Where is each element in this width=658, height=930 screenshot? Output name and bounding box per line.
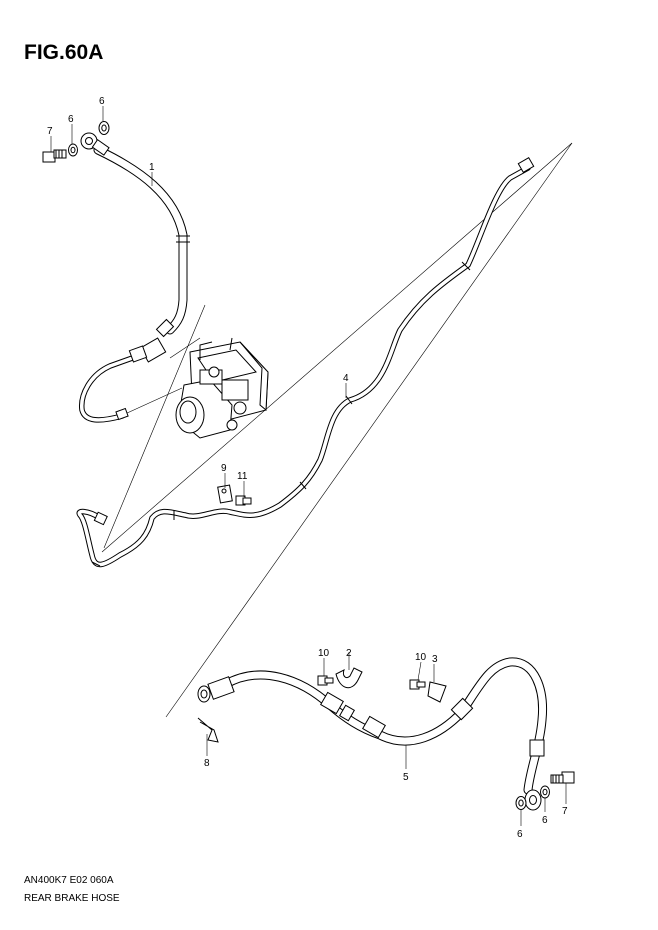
washer-bottom-right[interactable] [540, 785, 550, 799]
callout-6-top: 6 [99, 96, 105, 107]
pipe-clamp[interactable] [217, 484, 233, 504]
banjo-bolt-bottom[interactable] [550, 771, 575, 784]
callout-4: 4 [343, 373, 349, 384]
callout-9: 9 [221, 463, 227, 474]
callout-10-center: 10 [318, 648, 330, 659]
callout-7-top: 7 [47, 126, 53, 137]
upper-brake-hose[interactable] [93, 145, 190, 363]
callout-8: 8 [204, 758, 210, 769]
hose-clamp-right[interactable] [427, 681, 447, 703]
banjo-bolt-top[interactable] [42, 149, 67, 163]
clamp-bolt-right[interactable] [409, 679, 426, 690]
hose-clamp-center[interactable] [335, 667, 363, 689]
callout-6-bottom-right: 6 [542, 815, 548, 826]
rear-brake-pipe[interactable] [76, 156, 535, 568]
callout-1: 1 [149, 162, 155, 173]
figure-title: FIG.60A [24, 41, 103, 64]
abs-hydraulic-unit [175, 337, 269, 439]
callout-3: 3 [432, 654, 438, 665]
washer-bottom-left[interactable] [515, 796, 527, 810]
callout-7-bottom: 7 [562, 806, 568, 817]
figure-caption: REAR BRAKE HOSE [24, 893, 120, 904]
clamp-bolt[interactable] [235, 495, 252, 506]
hose-end-fitting-left [197, 676, 235, 703]
figure-code: AN400K7 E02 060A [24, 875, 114, 886]
banjo-fitting-bottom [524, 789, 542, 811]
retainer-clip[interactable] [197, 717, 219, 743]
clamp-bolt-center[interactable] [317, 675, 334, 686]
lower-brake-hose[interactable] [221, 657, 548, 795]
guide-lines [101, 142, 573, 718]
leader-lines [50, 106, 567, 826]
callout-11: 11 [237, 471, 248, 482]
callout-2: 2 [346, 648, 352, 659]
washer-top-left[interactable] [68, 143, 78, 157]
abs-short-pipe [79, 345, 148, 423]
callout-6-bottom-left: 6 [517, 829, 523, 840]
callout-labels: 1 2 3 4 5 6 6 6 6 7 7 8 9 10 10 11 [47, 96, 568, 840]
washer-top[interactable] [98, 121, 110, 135]
callout-6-left: 6 [68, 114, 74, 125]
callout-10-right: 10 [415, 652, 427, 663]
banjo-fitting-top [80, 132, 110, 156]
callout-5: 5 [403, 772, 409, 783]
